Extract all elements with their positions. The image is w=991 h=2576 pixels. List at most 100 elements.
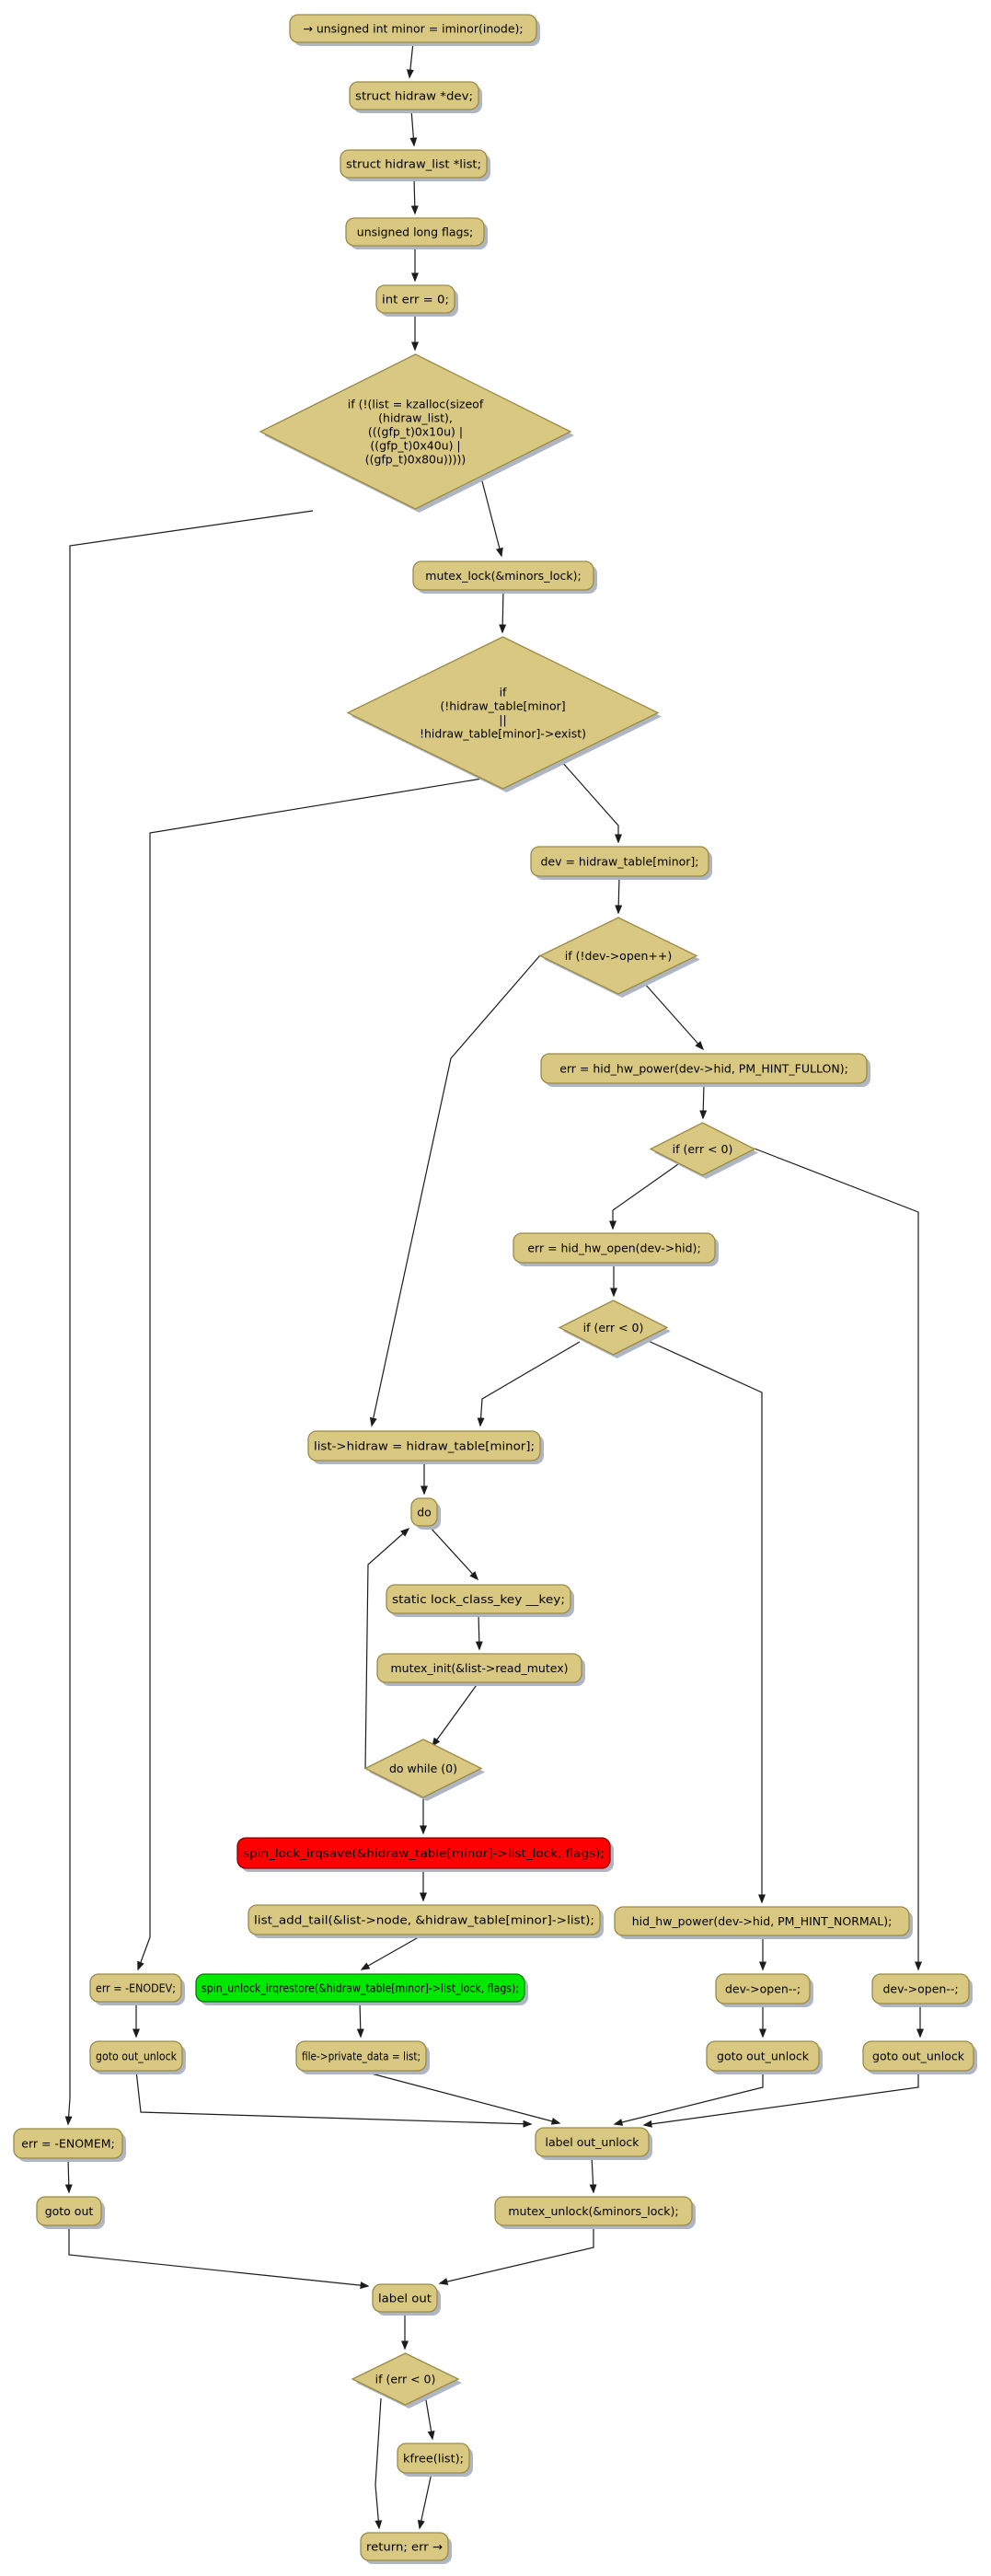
edge-if-open-err-fullon: [643, 982, 704, 1051]
edge-goto-unlock3-label-out-unlock: [642, 2071, 919, 2128]
edge-mutex-lock-if-table: [499, 589, 507, 634]
node-if-open: if (!dev->open++): [538, 917, 700, 998]
entry-label: → unsigned int minor = iminor(inode);: [303, 21, 523, 35]
edge-if-open-list-hidraw: [369, 954, 541, 1427]
node-spin-lock: spin_lock_irqsave(&hidraw_table[minor]->…: [236, 1837, 614, 1872]
edge-if-kzalloc-err-enomem: [64, 510, 314, 2126]
edge-label-out-unlock-mutex-unlock: [589, 2155, 597, 2194]
if-open-label: if (!dev->open++): [565, 949, 672, 963]
node-err-enomem: err = -ENOMEM;: [13, 2128, 126, 2162]
edge-file-pd-label-out-unlock: [360, 2070, 561, 2125]
node-entry: → unsigned int minor = iminor(inode);: [289, 14, 540, 46]
node-list-hidraw: list->hidraw = hidraw_table[minor];: [307, 1430, 544, 1464]
edge-entry-decl-dev: [406, 41, 414, 79]
open-dec2-shape: [871, 1973, 970, 2004]
entry-shape: [289, 14, 537, 43]
spin-lock-shape: [236, 1837, 611, 1869]
err-open-label: err = hid_hw_open(dev->hid);: [527, 1241, 700, 1254]
node-decl-flags: unsigned long flags;: [345, 217, 488, 249]
decl-err-label: int err = 0;: [382, 292, 449, 306]
node-err-open: err = hid_hw_open(dev->hid);: [513, 1232, 719, 1266]
edge-if-err2-list-hidraw: [477, 1341, 581, 1427]
node-goto-out: goto out: [36, 2196, 105, 2229]
if-table-label: if(!hidraw_table[minor]||!hidraw_table[m…: [420, 685, 586, 740]
kfree-label: kfree(list);: [403, 2451, 464, 2465]
mutex-init-label: mutex_init(&list->read_mutex): [391, 1661, 569, 1675]
edge-if-err3-return: [375, 2397, 383, 2530]
edge-if-err1-open-dec2: [754, 1148, 922, 1971]
mutex-init-shape: [376, 1653, 582, 1683]
edge-decl-list-decl-flags: [410, 177, 419, 215]
err-enomem-label: err = -ENOMEM;: [21, 2136, 114, 2150]
node-return: return; err →: [360, 2532, 452, 2564]
edge-if-err3-kfree: [424, 2394, 435, 2441]
if-err3-label: if (err < 0): [375, 2372, 436, 2385]
edge-goto-out-label-out: [68, 2225, 370, 2290]
label-out-unlock-label: label out_unlock: [545, 2135, 640, 2149]
edge-do-static-key: [428, 1525, 479, 1581]
node-goto-unlock3: goto out_unlock: [862, 2040, 977, 2074]
decl-list-label: struct hidraw_list *list;: [346, 156, 481, 170]
if-kzalloc-shape: [259, 353, 572, 510]
edge-err-fullon-if-err1: [699, 1082, 708, 1120]
edge-mutex-init-do-while: [432, 1681, 479, 1748]
static-key-label: static lock_class_key __key;: [392, 1592, 565, 1606]
hw-normal-shape: [614, 1906, 910, 1936]
do-while-shape: [363, 1739, 483, 1798]
goto-out-label: goto out: [45, 2204, 94, 2218]
node-decl-err: int err = 0;: [375, 284, 458, 317]
open-dec1-label: dev->open--;: [725, 1981, 801, 1995]
node-goto-unlock2: goto out_unlock: [706, 2040, 823, 2074]
if-err1-label: if (err < 0): [673, 1142, 733, 1156]
node-goto-unlock1: goto out_unlock: [89, 2040, 186, 2074]
node-kfree: kfree(list);: [397, 2443, 473, 2477]
if-err2-shape: [558, 1300, 669, 1356]
edges: [64, 41, 924, 2530]
if-err3-shape: [351, 2352, 460, 2406]
node-do: do: [410, 1497, 441, 1530]
err-enodev-shape: [89, 1973, 182, 2003]
edge-if-kzalloc-mutex-lock: [480, 477, 503, 558]
label-out-label: label out: [378, 2291, 432, 2305]
open-dec2-label: dev->open--;: [882, 1981, 958, 1995]
node-mutex-lock: mutex_lock(&minors_lock);: [412, 560, 597, 594]
dev-assign-label: dev = hidraw_table[minor];: [540, 854, 698, 868]
goto-unlock1-label: goto out_unlock: [96, 2049, 178, 2062]
edge-if-table-err-enodev: [137, 777, 489, 1971]
edge-decl-dev-decl-list: [409, 109, 418, 147]
static-key-shape: [386, 1584, 571, 1614]
file-pd-shape: [295, 2040, 427, 2072]
do-label: do: [417, 1505, 432, 1519]
edge-mutex-unlock-label-out: [438, 2225, 594, 2285]
decl-dev-label: struct hidraw *dev;: [355, 88, 473, 102]
decl-err-shape: [375, 284, 455, 314]
node-open-dec1: dev->open--;: [715, 1973, 813, 2007]
node-err-fullon: err = hid_hw_power(dev->hid, PM_HINT_FUL…: [540, 1053, 870, 1087]
file-pd-label: file->private_data = list;: [302, 2049, 421, 2062]
node-file-pd: file->private_data = list;: [295, 2040, 430, 2074]
err-fullon-shape: [540, 1053, 868, 1084]
goto-out-shape: [36, 2196, 102, 2226]
list-add-label: list_add_tail(&list->node, &hidraw_table…: [254, 1912, 594, 1926]
err-enodev-label: err = -ENODEV;: [96, 1981, 176, 1994]
err-open-shape: [513, 1232, 716, 1264]
edge-err-enomem-goto-out: [64, 2157, 73, 2194]
err-enomem-shape: [13, 2128, 123, 2159]
dev-assign-shape: [530, 846, 709, 877]
hw-normal-label: hid_hw_power(dev->hid, PM_HINT_NORMAL);: [632, 1914, 893, 1928]
decl-flags-shape: [345, 217, 485, 247]
edge-if-table-dev-assign: [560, 760, 622, 844]
edge-goto-unlock1-label-out-unlock: [135, 2070, 533, 2128]
do-shape: [410, 1497, 438, 1527]
edge-spin-unlock-file-pd: [356, 2001, 364, 2039]
edge-list-add-spin-unlock: [360, 1934, 424, 1970]
node-if-err2: if (err < 0): [558, 1300, 671, 1358]
node-if-err3: if (err < 0): [351, 2352, 462, 2409]
node-static-key: static lock_class_key __key;: [386, 1584, 574, 1617]
node-decl-list: struct hidraw_list *list;: [340, 149, 490, 181]
goto-unlock3-shape: [862, 2040, 974, 2072]
if-err1-shape: [649, 1122, 756, 1176]
spin-unlock-label: spin_unlock_irqrestore(&hidraw_table[min…: [202, 1981, 519, 1994]
